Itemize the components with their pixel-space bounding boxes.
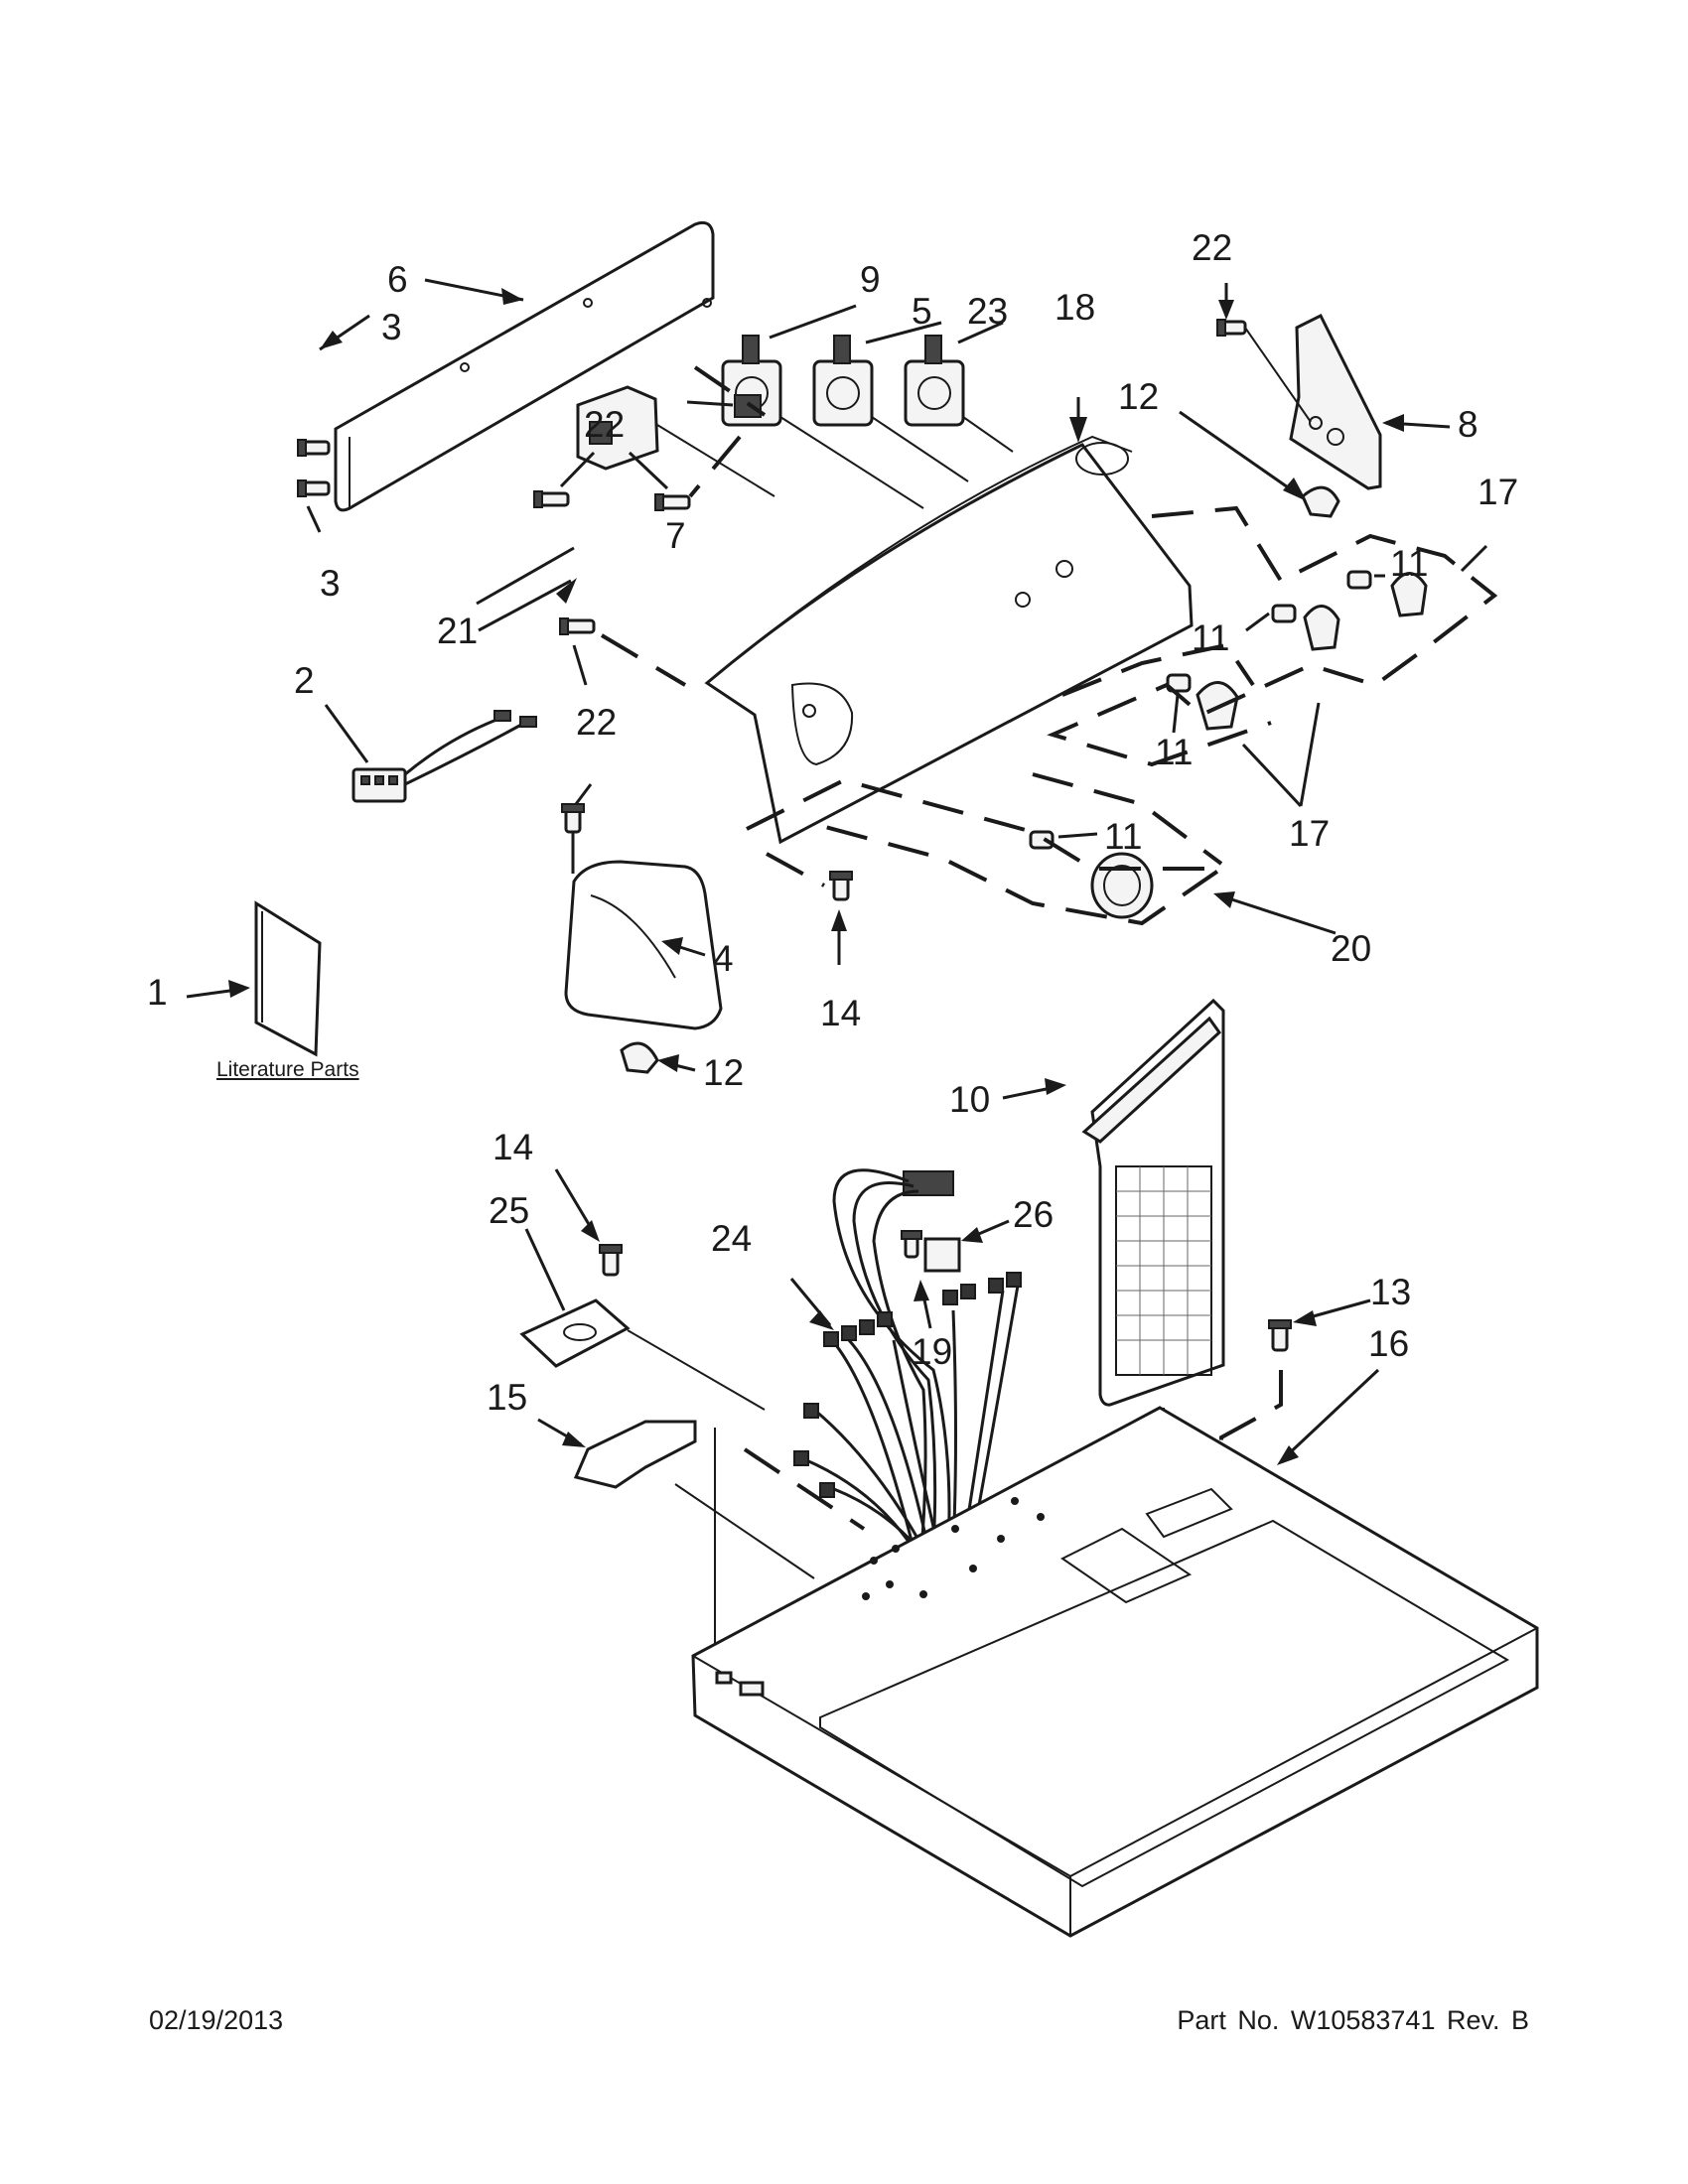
- callout-17-upper: 17: [1477, 472, 1518, 512]
- callout-11-c: 11: [1155, 732, 1193, 772]
- part-8-bracket: [1216, 283, 1451, 490]
- part-17-knobs: [1047, 505, 1498, 808]
- part-22-screws: [533, 451, 691, 687]
- callout-11-a: 11: [1390, 543, 1428, 584]
- part-11-knob-inserts: [1029, 570, 1385, 850]
- callout-22-right: 22: [1192, 227, 1232, 268]
- part-14-screw-lower: [554, 1168, 623, 1277]
- callout-3-lower: 3: [320, 563, 341, 604]
- callout-22-mid: 22: [576, 702, 617, 743]
- callout-6: 6: [387, 259, 408, 300]
- callout-14-lower: 14: [492, 1127, 533, 1167]
- callout-12-upper: 12: [1118, 376, 1159, 417]
- part-2-harness: [324, 704, 537, 803]
- part-21-timer: [476, 385, 775, 632]
- part-20-knob-assembly: [746, 772, 1336, 935]
- part-12-clip-upper: [1179, 410, 1340, 518]
- part-3-screws: [297, 314, 370, 533]
- part-1-literature: [186, 900, 322, 1057]
- callout-8: 8: [1458, 404, 1478, 445]
- callout-17-lower: 17: [1289, 813, 1330, 854]
- callout-20: 20: [1331, 928, 1371, 969]
- callout-4: 4: [713, 938, 734, 979]
- callout-12-lower: 12: [703, 1052, 744, 1093]
- callout-5: 5: [912, 291, 932, 332]
- callout-25: 25: [489, 1190, 529, 1231]
- part-4-cover: [561, 783, 723, 1030]
- callout-labels: 1 2 3 3 4 5 6 7 8 9 10 11 11 11 11 12 12…: [147, 227, 1518, 1418]
- callout-15: 15: [487, 1377, 527, 1418]
- part-26-bracket: [901, 1219, 1010, 1273]
- part-6-rear-panel: [334, 220, 715, 512]
- callout-11-d: 11: [1104, 816, 1142, 857]
- part-16-top-panel: [691, 1368, 1539, 1938]
- callout-2: 2: [294, 660, 315, 701]
- callout-23: 23: [967, 291, 1008, 332]
- callout-11-b: 11: [1192, 617, 1229, 658]
- footer-part-number: Part No. W10583741 Rev. B: [1177, 2005, 1529, 2035]
- callout-24: 24: [711, 1218, 752, 1259]
- part-25-plate: [519, 1228, 766, 1411]
- callout-26: 26: [1013, 1194, 1054, 1235]
- callout-19: 19: [912, 1331, 952, 1372]
- callout-1: 1: [147, 972, 168, 1013]
- literature-parts-label: Literature Parts: [216, 1058, 359, 1081]
- part-10-lint-screen: [1002, 998, 1225, 1489]
- callout-7: 7: [665, 515, 686, 556]
- part-18-console: [704, 397, 1194, 845]
- callout-22-upper: 22: [584, 404, 625, 445]
- footer-date: 02/19/2013: [149, 2005, 284, 2035]
- callout-16: 16: [1368, 1323, 1409, 1364]
- part-12-clip-lower: [620, 1041, 696, 1074]
- part-14-screw-upper: [766, 852, 853, 965]
- part-switches-9-5-23: [721, 304, 1014, 509]
- callout-3-upper: 3: [381, 307, 402, 347]
- callout-13: 13: [1370, 1272, 1411, 1312]
- part-7-terminal: [686, 365, 767, 498]
- callout-14-upper: 14: [820, 993, 861, 1033]
- callout-9: 9: [860, 259, 881, 300]
- callout-18: 18: [1055, 287, 1095, 328]
- callout-10: 10: [949, 1079, 990, 1120]
- callout-21: 21: [437, 611, 478, 651]
